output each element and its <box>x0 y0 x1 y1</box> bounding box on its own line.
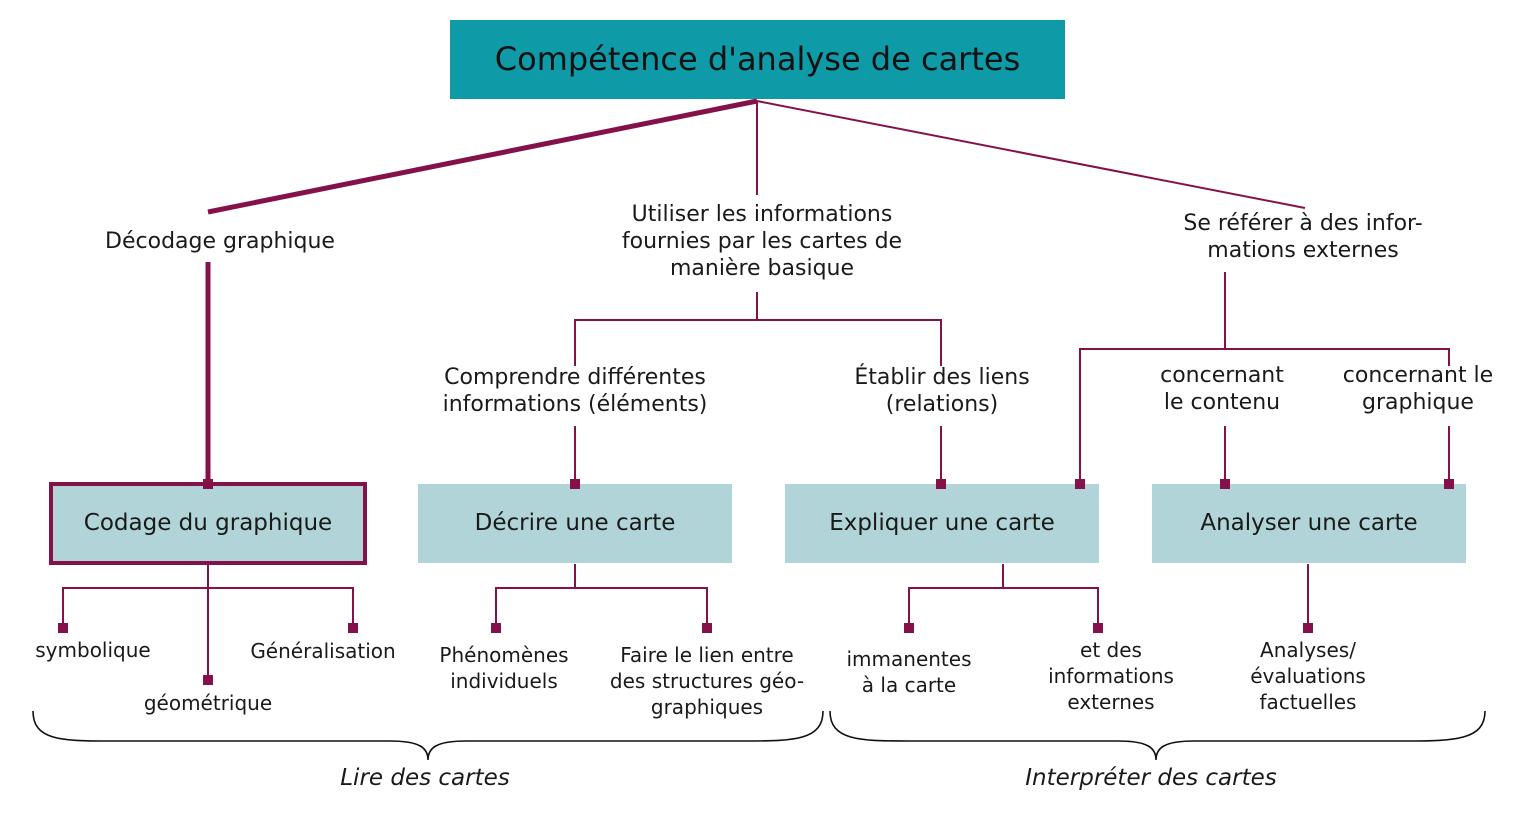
line-expliquer-branch <box>908 587 1099 628</box>
leaf-externes: et des informations externes <box>1048 638 1174 714</box>
node-utiliser-informations: Utiliser les informations fournies par l… <box>621 202 903 281</box>
marker-phenomenes <box>491 623 501 633</box>
node-etablir-liens: Établir des liens (relations) <box>854 365 1030 417</box>
box-expliquer <box>785 484 1099 563</box>
marker-immanentes <box>904 623 914 633</box>
line-referer-branch <box>1079 348 1450 484</box>
node-comprendre: Comprendre différentes informations (élé… <box>442 365 708 417</box>
marker-geometrique <box>203 675 213 685</box>
leaf-geometrique: géométrique <box>143 691 273 715</box>
node-decodage-graphique: Décodage graphique <box>105 229 335 254</box>
marker-expliquer-top-right <box>1075 479 1085 489</box>
leaf-faire-lien: Faire le lien entre des structures géo- … <box>609 643 805 719</box>
marker-symbolique <box>58 623 68 633</box>
marker-decrire-top <box>570 479 580 489</box>
title-box <box>450 20 1065 99</box>
box-label-analyser: Analyser une carte <box>1200 510 1418 537</box>
line-codage-branch <box>62 587 354 628</box>
marker-codage-top <box>203 479 213 489</box>
line-title-referer <box>756 100 1306 209</box>
brace-lire <box>32 710 824 761</box>
line-utiliser-branch <box>574 319 942 366</box>
leaf-analyses: Analyses/ évaluations factuelles <box>1250 638 1366 714</box>
node-concernant-contenu: concernant le contenu <box>1160 363 1284 415</box>
box-label-expliquer: Expliquer une carte <box>829 510 1055 537</box>
marker-expliquer-top <box>936 479 946 489</box>
page-title: Compétence d'analyse de cartes <box>494 39 1021 78</box>
box-decrire <box>418 484 732 563</box>
connector-lines <box>32 98 1486 761</box>
endpoint-markers <box>58 479 1454 685</box>
marker-analyser-top-right <box>1444 479 1454 489</box>
brace-interpreter <box>829 710 1486 761</box>
marker-analyses <box>1303 623 1313 633</box>
group-label-lire: Lire des cartes <box>340 765 510 791</box>
leaf-generalisation: Généralisation <box>250 639 396 663</box>
marker-analyser-top-left <box>1220 479 1230 489</box>
node-se-referer: Se référer à des infor- mations externes <box>1183 211 1423 263</box>
leaf-symbolique: symbolique <box>35 638 151 662</box>
box-analyser <box>1152 484 1466 563</box>
group-label-interpreter: Interpréter des cartes <box>1025 765 1277 791</box>
line-decrire-branch <box>495 587 708 628</box>
box-label-codage: Codage du graphique <box>83 510 333 537</box>
node-concernant-graphique: concernant le graphique <box>1342 363 1494 415</box>
leaf-phenomenes: Phénomènes individuels <box>439 643 569 693</box>
box-codage <box>49 482 367 565</box>
line-title-decodage <box>207 98 758 215</box>
box-label-decrire: Décrire une carte <box>474 510 676 537</box>
marker-externes <box>1093 623 1103 633</box>
marker-faire-lien <box>702 623 712 633</box>
marker-generalisation <box>348 623 358 633</box>
leaf-immanentes: immanentes à la carte <box>846 647 972 697</box>
